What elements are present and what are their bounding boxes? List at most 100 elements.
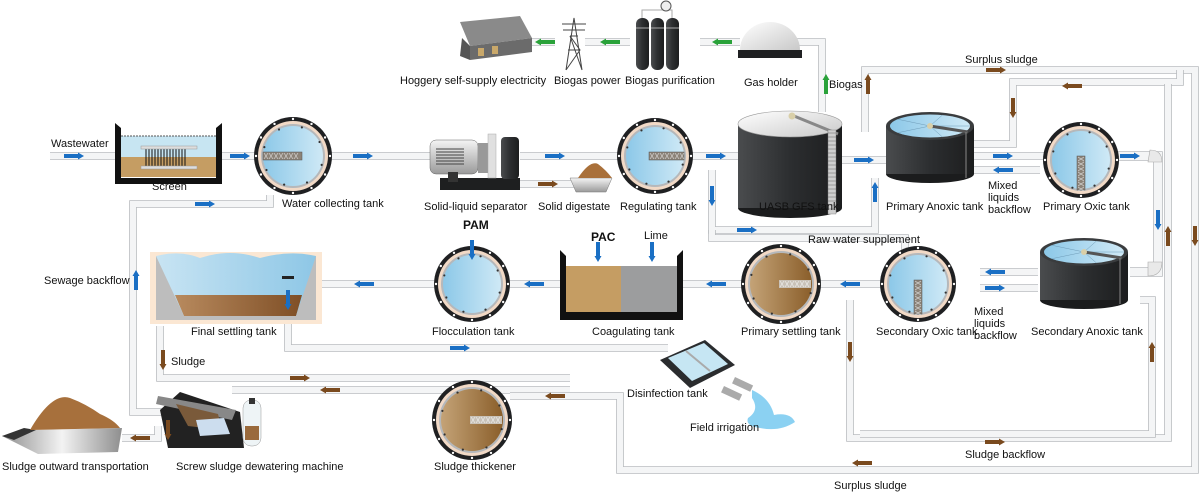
arrow-coag-to-floc-shape <box>524 280 544 288</box>
arrow-lime-dose-shape <box>648 242 656 262</box>
coagulating-tank-wall <box>560 250 683 320</box>
hoggery-roof <box>460 16 532 46</box>
arrow-uasb-to-anoxic <box>854 156 874 164</box>
water-collecting-tank-media-x <box>268 152 274 160</box>
pipe-sewage-backflow <box>130 195 273 415</box>
secondary-oxic-tank-bolt <box>947 300 951 304</box>
regulating-tank-media-x <box>669 152 675 160</box>
uasb-body <box>738 124 842 208</box>
arrow-pam-dose <box>468 240 476 260</box>
arrow-to-disinfection-shape <box>450 344 470 352</box>
secondary-oxic-tank-label: Secondary Oxic tank <box>876 326 978 338</box>
sludge-thickener-label: Sludge thickener <box>434 461 516 473</box>
primary-oxic-tank-media-x <box>1077 181 1085 187</box>
secondary-oxic-tank-bolt <box>885 300 889 304</box>
arrow-screen-to-collect <box>230 152 250 160</box>
arrow-raw-water-down-shape <box>708 186 716 206</box>
primary-anoxic-tank-spoke <box>897 118 931 127</box>
secondary-anoxic-tank-bridge <box>1083 250 1123 260</box>
arrow-sludge-backflow <box>985 438 1005 446</box>
primary-oxic-tank-bolt <box>1110 176 1114 180</box>
arrow-digestate-shape <box>538 180 558 188</box>
arrow-dewater-out <box>164 420 172 440</box>
pipe-oxic-sludge <box>972 70 1183 147</box>
dewatering-filter <box>196 418 230 436</box>
arrow-gasholder-to-purif-shape <box>712 38 732 46</box>
digestate-bowl <box>569 177 613 193</box>
final-settling-slope-left <box>156 256 184 316</box>
screen-rail-top <box>140 145 198 150</box>
secondary-oxic-tank-media-x <box>914 310 922 316</box>
primary-oxic-tank-stud <box>1093 184 1096 187</box>
regulating-tank-media-x <box>659 152 665 160</box>
arrow-secanoxic-to-secoxic <box>985 268 1005 276</box>
secondary-oxic-tank-media-x <box>914 295 922 301</box>
sludge-thickener-bolt <box>451 451 455 455</box>
sludge-thickener-bolt <box>508 418 512 422</box>
separator-coupling <box>478 143 490 173</box>
primary-settling-tank-media-x <box>784 280 790 288</box>
flocculation-tank-stud <box>443 274 446 277</box>
water-collecting-tank-bolt <box>259 173 263 176</box>
sludge-backflow-label: Sludge backflow <box>965 449 1046 461</box>
primary-oxic-tank-media-x <box>1077 156 1085 162</box>
gas-holder-base <box>738 50 802 58</box>
sludge-thickener-media <box>470 416 502 424</box>
primary-settling-tank-media-x <box>799 280 805 288</box>
primary-settling-tank-bolt <box>798 315 802 319</box>
biogas-gauge-pipe <box>641 9 673 18</box>
biogas-purification-label: Biogas purification <box>625 75 715 87</box>
arrow-pam-dose-shape <box>468 240 476 260</box>
arrow-regulating-to-uasb-shape <box>706 152 726 160</box>
secondary-oxic-tank-bolt <box>916 318 920 322</box>
separator-motor <box>429 139 479 175</box>
secondary-oxic-tank-stud <box>942 269 945 272</box>
arrow-mixed-backflow-1-shape <box>993 166 1013 174</box>
secondary-oxic-tank <box>880 246 956 322</box>
sludge-truck-lip <box>2 428 36 440</box>
sludge-thickener-media-x <box>470 416 476 424</box>
sludge-thickener-bolt <box>470 456 474 460</box>
primary-oxic-tank-stud <box>1071 186 1074 189</box>
screen-rail-bottom <box>140 165 198 170</box>
arrow-mixed-backflow-1 <box>993 166 1013 174</box>
arrow-screen-to-collect-shape <box>230 152 250 160</box>
water-collecting-tank-bolt <box>259 136 263 139</box>
biogas-cylinder <box>651 18 664 70</box>
arrow-oxic-sludge-left <box>1062 82 1082 90</box>
dewatering-vessel-cap <box>249 398 255 404</box>
arrow-sewage-backflow <box>132 270 140 290</box>
sludge-thickener-media-x <box>490 416 496 424</box>
secondary-oxic-tank-stud <box>925 255 928 258</box>
water-collecting-tank-stud <box>305 181 309 184</box>
arrow-raw-water-up <box>871 182 879 202</box>
water-collecting-tank-bolt <box>323 136 327 139</box>
pipe-sludge-down <box>157 326 570 381</box>
regulating-tank-media <box>648 151 685 161</box>
arrow-secoxic-to-primsettling <box>840 280 860 288</box>
regulating-tank-bolt <box>635 185 639 189</box>
arrow-primsettling-to-coag <box>706 280 726 288</box>
regulating-tank-bolt <box>684 172 688 176</box>
arrow-uasb-surplus-up <box>864 74 872 94</box>
arrow-lime-dose <box>648 242 656 262</box>
arrow-surplus-from-thickener <box>545 392 565 400</box>
secondary-oxic-tank-bolt <box>885 264 889 268</box>
sludge-thickener-bolt <box>451 385 455 389</box>
coagulating-tank-lime-section <box>621 266 677 312</box>
secondary-oxic-tank-media-x <box>914 300 922 306</box>
regulating-tank-media-x <box>674 152 680 160</box>
uasb-ladder <box>827 129 837 215</box>
primary-oxic-tank-stud <box>1107 167 1110 170</box>
water-collecting-tank-stud <box>318 140 321 144</box>
arrow-purif-to-power-shape <box>600 38 620 46</box>
biogas-cylinder <box>636 18 649 70</box>
flocculation-tank-bolt <box>452 251 456 255</box>
arrow-sludge-return <box>320 386 340 394</box>
solid-liquid-separator-label: Solid-liquid separator <box>424 201 528 213</box>
hoggery-side <box>460 38 470 60</box>
arrow-separator-to-regulating-shape <box>545 152 565 160</box>
regulating-tank-media-x <box>649 152 655 160</box>
primary-oxic-tank-media-x <box>1077 161 1085 167</box>
flocculation-tank-bolt <box>439 264 443 268</box>
